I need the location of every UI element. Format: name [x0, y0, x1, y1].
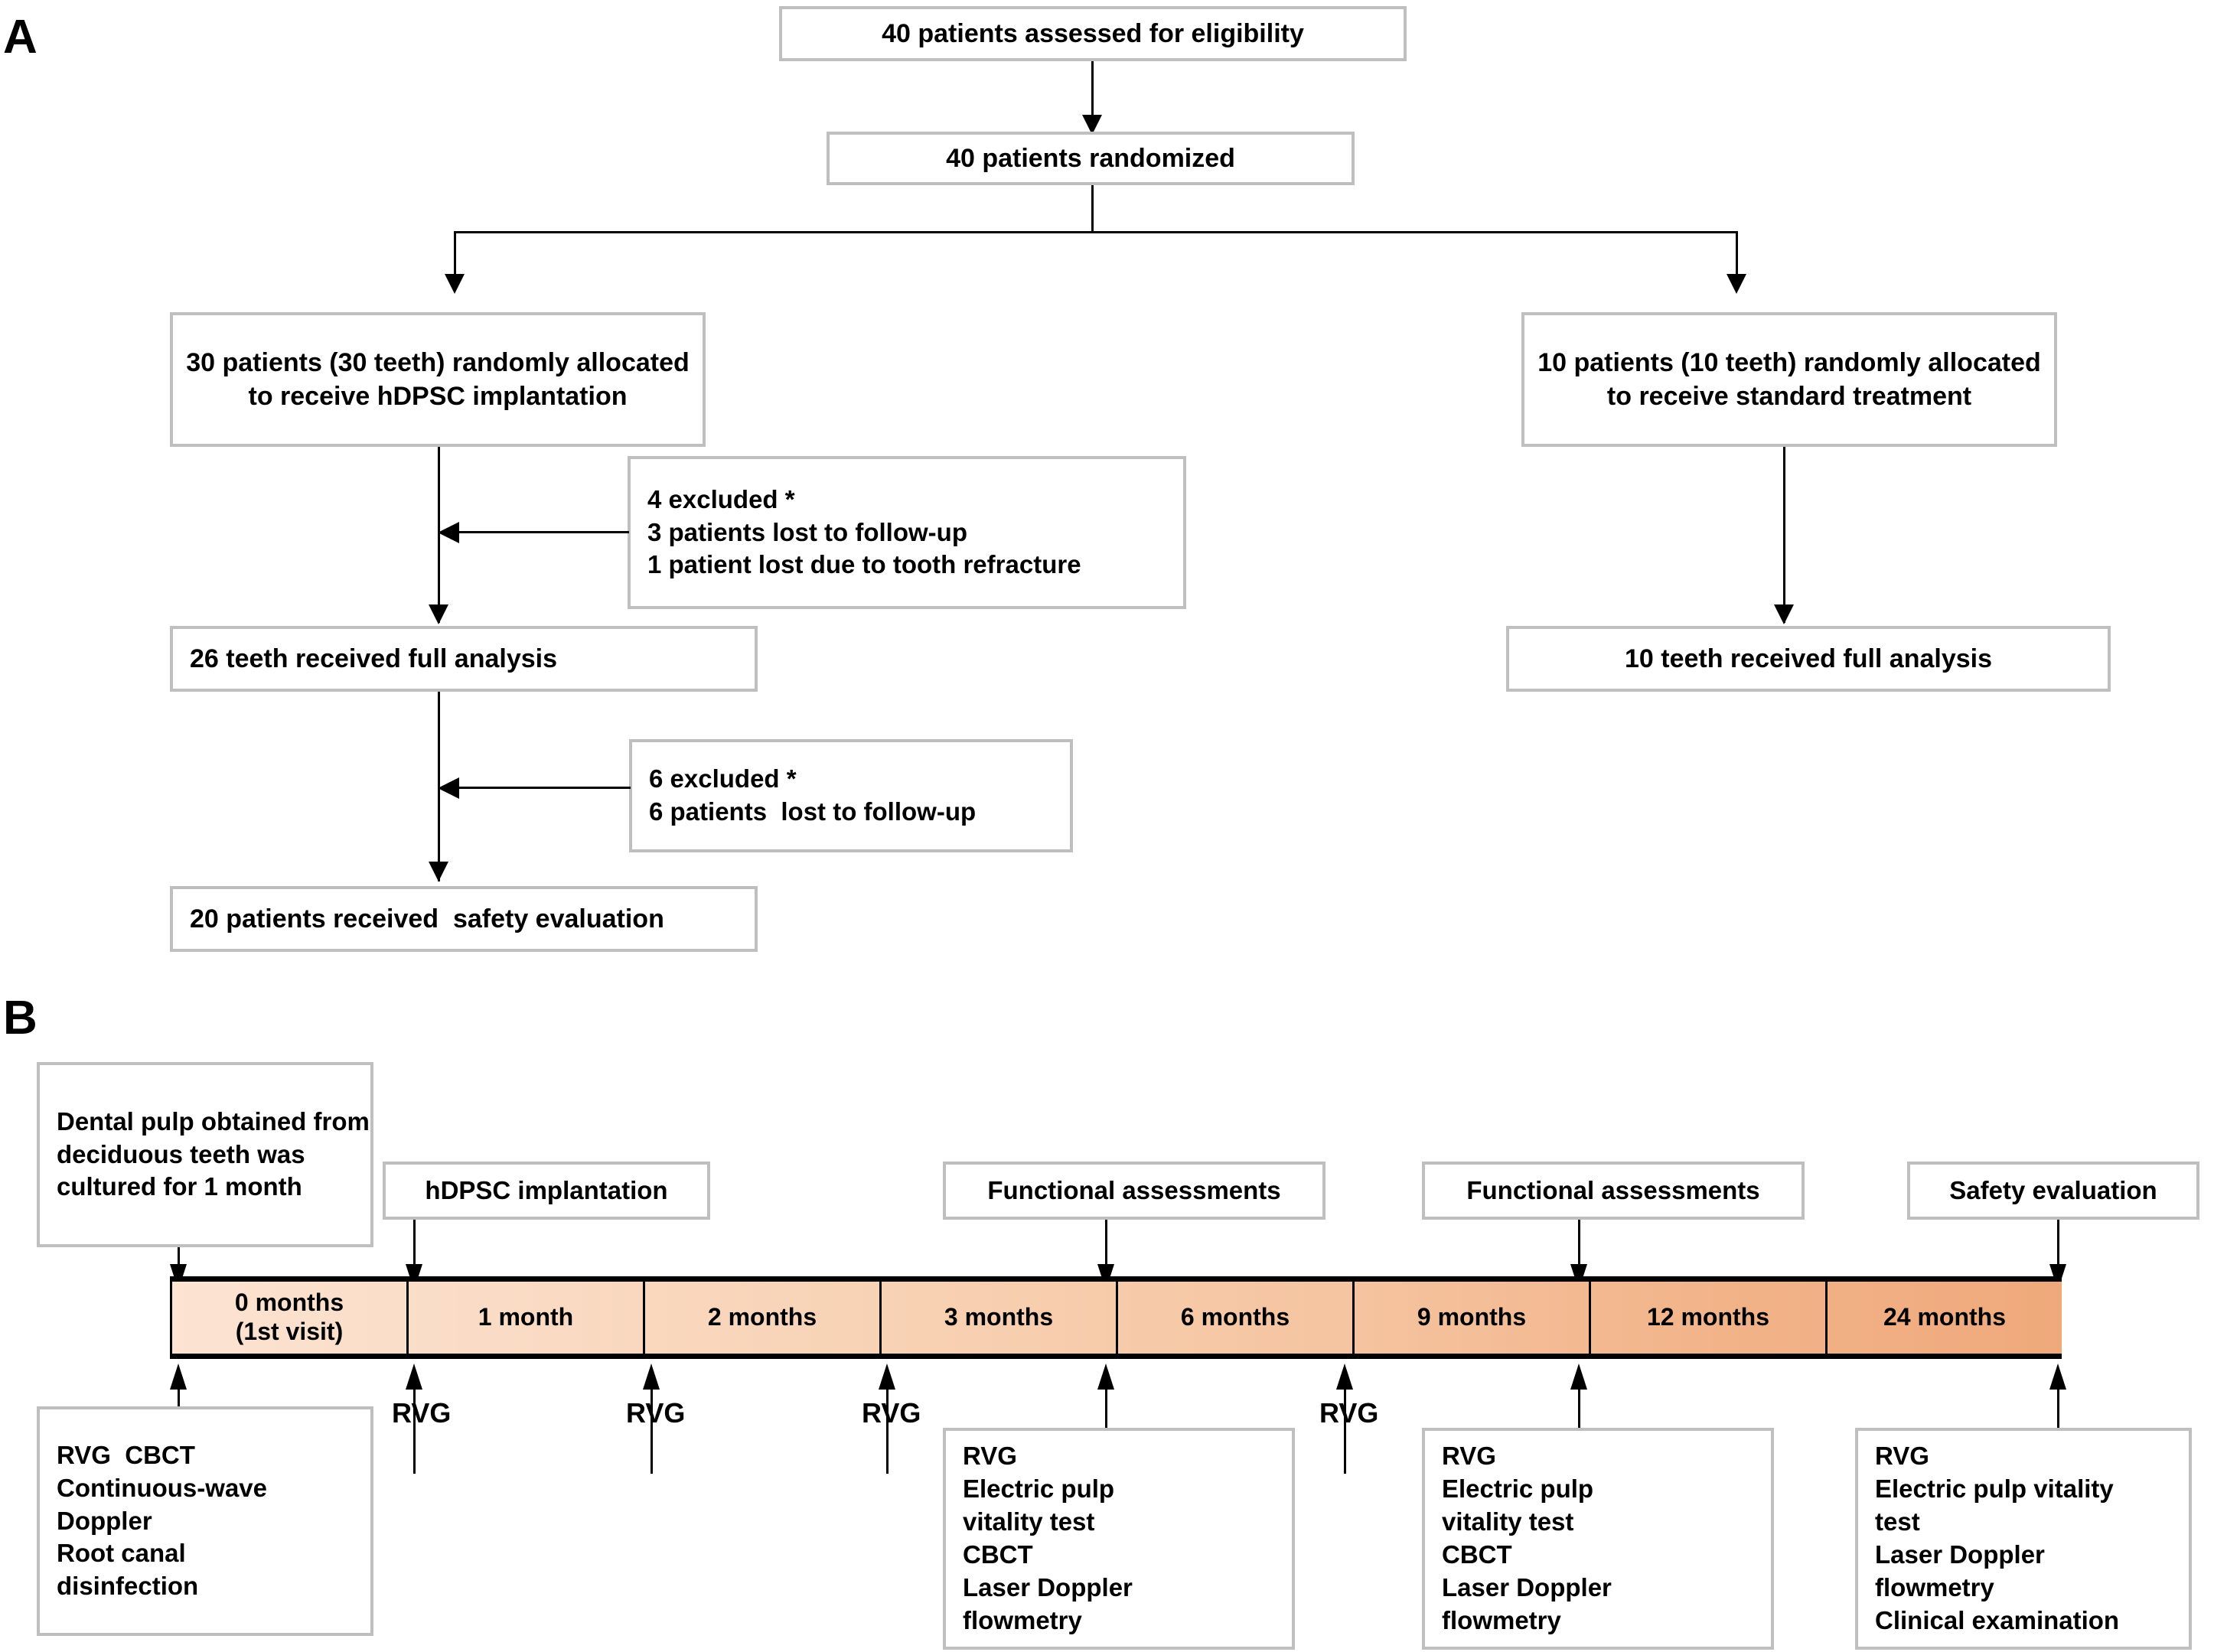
timeline-top-box-safety-evaluation: Safety evaluation	[1907, 1162, 2199, 1220]
connector-split-right	[1736, 231, 1738, 279]
box-allocation-hdpsc: 30 patients (30 teeth) randomly allocate…	[170, 312, 706, 447]
connector-assessed-to-randomized	[1091, 61, 1094, 122]
box-excluded-first-label: 4 excluded * 3 patients lost to follow-u…	[647, 484, 1081, 579]
timeline-top-box-functional-2-label: Functional assessments	[1466, 1175, 1760, 1204]
timeline-segment-3: 3 months	[882, 1282, 1118, 1354]
timeline-bottom-box-baseline-label: RVG CBCT Continuous-wave Doppler Root ca…	[57, 1440, 268, 1601]
box-analysis-left: 26 teeth received full analysis	[170, 626, 758, 692]
arrowhead-bottom-1	[406, 1364, 422, 1390]
timeline-bottom-box-baseline: RVG CBCT Continuous-wave Doppler Root ca…	[37, 1406, 373, 1636]
arrowhead-bottom-2	[643, 1364, 660, 1390]
timeline-top-box-hdpsc-implantation-label: hDPSC implantation	[425, 1175, 668, 1204]
timeline-segment-0: 0 months (1st visit)	[170, 1282, 409, 1354]
arrowhead-analysis-left-down	[429, 862, 448, 881]
arrowhead-excluded-first	[438, 522, 459, 543]
connector-randomized-split	[454, 231, 1738, 233]
connector-bottom-5	[1344, 1374, 1346, 1474]
timeline-segment-4-label: 6 months	[1180, 1303, 1290, 1331]
box-assessed-for-eligibility: 40 patients assessed for eligibility	[779, 6, 1407, 61]
box-safety-evaluation: 20 patients received safety evaluation	[170, 886, 758, 952]
timeline-segment-0-label: 0 months (1st visit)	[234, 1289, 344, 1345]
box-analysis-left-label: 26 teeth received full analysis	[190, 644, 558, 673]
connector-top-hdpsc	[413, 1220, 416, 1301]
timeline-rvg-label-1-month: RVG	[392, 1397, 452, 1429]
box-allocation-standard-label: 10 patients (10 teeth) randomly allocate…	[1537, 347, 2049, 411]
timeline-bottom-box-assessments-2: RVG Electric pulp vitality test CBCT Las…	[1422, 1428, 1774, 1650]
timeline-bottom-box-safety: RVG Electric pulp vitality test Laser Do…	[1855, 1428, 2192, 1650]
connector-bottom-3	[886, 1374, 889, 1474]
timeline-segment-5-label: 9 months	[1417, 1303, 1527, 1331]
timeline-segment-7-label: 24 months	[1883, 1303, 2007, 1331]
connector-top-functional-1	[1105, 1220, 1107, 1301]
timeline-segment-4: 6 months	[1118, 1282, 1355, 1354]
connector-top-functional-2	[1578, 1220, 1580, 1301]
timeline-top-box-dental-pulp-label: Dental pulp obtained from deciduous teet…	[57, 1106, 377, 1201]
connector-split-left	[454, 231, 456, 279]
arrowhead-bottom-4	[1097, 1364, 1114, 1390]
timeline-top-box-safety-evaluation-label: Safety evaluation	[1949, 1175, 2157, 1204]
timeline-segment-3-label: 3 months	[944, 1303, 1054, 1331]
timeline-top-box-functional-2: Functional assessments	[1422, 1162, 1805, 1220]
arrowhead-split-right	[1727, 274, 1746, 294]
box-assessed-for-eligibility-label: 40 patients assessed for eligibility	[882, 18, 1304, 48]
arrowhead-alloc-left-down	[429, 604, 448, 624]
connector-top-safety	[2057, 1220, 2059, 1301]
box-allocation-standard: 10 patients (10 teeth) randomly allocate…	[1521, 312, 2057, 447]
timeline-segment-6: 12 months	[1591, 1282, 1828, 1354]
timeline-rvg-label-3-months: RVG	[862, 1397, 921, 1429]
box-allocation-hdpsc-label: 30 patients (30 teeth) randomly allocate…	[186, 347, 697, 411]
timeline-segment-1-label: 1 month	[478, 1303, 574, 1331]
timeline-segment-2: 2 months	[645, 1282, 882, 1354]
box-excluded-first: 4 excluded * 3 patients lost to follow-u…	[628, 456, 1186, 609]
arrowhead-bottom-6	[1570, 1364, 1587, 1390]
arrowhead-bottom-7	[2049, 1364, 2066, 1390]
connector-randomized-stem	[1091, 185, 1094, 233]
arrowhead-bottom-3	[879, 1364, 895, 1390]
timeline-top-box-dental-pulp: Dental pulp obtained from deciduous teet…	[37, 1062, 373, 1247]
timeline-rvg-label-9-months: RVG	[1319, 1397, 1379, 1429]
box-randomized: 40 patients randomized	[827, 132, 1355, 185]
box-excluded-second: 6 excluded * 6 patients lost to follow-u…	[629, 739, 1073, 852]
timeline-segment-2-label: 2 months	[707, 1303, 817, 1331]
study-timeline-bar: 0 months (1st visit) 1 month 2 months 3 …	[170, 1276, 2062, 1359]
timeline-top-box-functional-1-label: Functional assessments	[987, 1175, 1281, 1204]
connector-excluded-second	[459, 787, 631, 789]
arrowhead-alloc-right-down	[1774, 604, 1794, 624]
arrowhead-bottom-0	[170, 1364, 187, 1390]
box-analysis-right-label: 10 teeth received full analysis	[1624, 644, 1993, 673]
timeline-bottom-box-assessments-2-label: RVG Electric pulp vitality test CBCT Las…	[1442, 1442, 1612, 1634]
arrowhead-excluded-second	[438, 777, 459, 799]
box-excluded-second-label: 6 excluded * 6 patients lost to follow-u…	[649, 764, 977, 826]
box-analysis-right: 10 teeth received full analysis	[1506, 626, 2111, 692]
box-safety-evaluation-label: 20 patients received safety evaluation	[190, 904, 664, 934]
timeline-rvg-label-2-months: RVG	[626, 1397, 686, 1429]
panel-b-letter: B	[3, 992, 37, 1044]
timeline-bottom-box-assessments-1: RVG Electric pulp vitality test CBCT Las…	[943, 1428, 1295, 1650]
timeline-segment-1: 1 month	[409, 1282, 645, 1354]
arrowhead-bottom-5	[1336, 1364, 1353, 1390]
timeline-bottom-box-safety-label: RVG Electric pulp vitality test Laser Do…	[1875, 1442, 2120, 1634]
timeline-segment-5: 9 months	[1355, 1282, 1591, 1354]
connector-bottom-2	[651, 1374, 653, 1474]
arrowhead-split-left	[445, 274, 465, 294]
timeline-segment-6-label: 12 months	[1646, 1303, 1770, 1331]
arrowhead-assessed-to-randomized	[1082, 115, 1102, 135]
box-randomized-label: 40 patients randomized	[946, 143, 1235, 173]
panel-a-letter: A	[3, 11, 37, 64]
timeline-top-box-hdpsc-implantation: hDPSC implantation	[383, 1162, 710, 1220]
timeline-bottom-box-assessments-1-label: RVG Electric pulp vitality test CBCT Las…	[963, 1442, 1133, 1634]
timeline-top-box-functional-1: Functional assessments	[943, 1162, 1325, 1220]
connector-alloc-right-down	[1783, 447, 1785, 623]
timeline-segment-7: 24 months	[1828, 1282, 2062, 1354]
connector-excluded-first	[459, 531, 629, 533]
connector-bottom-1	[413, 1374, 416, 1474]
